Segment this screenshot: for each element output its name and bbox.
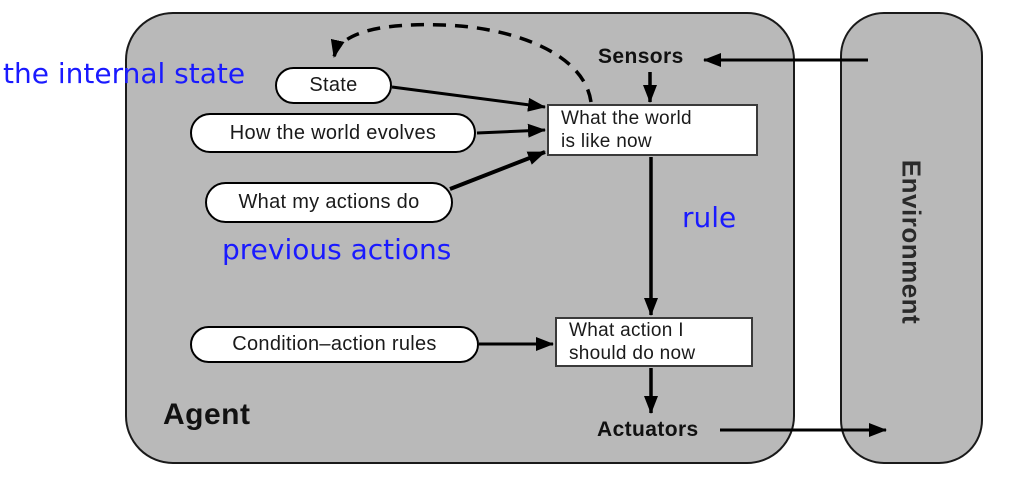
annotation-previous-actions: previous actions xyxy=(222,233,452,266)
annotation-rule: rule xyxy=(682,201,737,234)
node-how-world-evolves: How the world evolves xyxy=(190,113,476,153)
node-what-my-actions-do-label: What my actions do xyxy=(238,191,420,213)
node-what-world-is-like-now: What the world is like now xyxy=(547,104,758,156)
node-state-label: State xyxy=(309,74,358,96)
node-what-action-should-do-now: What action I should do now xyxy=(555,317,753,367)
actuators-label: Actuators xyxy=(597,418,699,441)
sensors-label: Sensors xyxy=(598,45,684,68)
environment-panel-title: Environment xyxy=(896,159,927,325)
node-state: State xyxy=(275,67,392,104)
agent-panel-title: Agent xyxy=(163,398,251,431)
world-box-line2: is like now xyxy=(561,131,652,152)
annotation-internal-state: the internal state xyxy=(3,57,246,90)
arrow-state-to-world xyxy=(391,85,546,112)
node-how-world-evolves-label: How the world evolves xyxy=(229,121,437,144)
agent-panel xyxy=(125,12,795,464)
world-box-line1: What the world xyxy=(561,108,692,129)
action-box-line1: What action I xyxy=(569,320,684,341)
arrow-evolves-to-world xyxy=(476,123,546,138)
arrow-world-feedback-to-state-dashed xyxy=(330,22,593,103)
node-condition-action-rules: Condition–action rules xyxy=(190,326,479,363)
node-condition-action-rules-label: Condition–action rules xyxy=(232,333,437,355)
arrow-actions-to-world xyxy=(449,150,546,191)
action-box-line2: should do now xyxy=(569,343,696,364)
node-what-my-actions-do: What my actions do xyxy=(205,182,453,223)
environment-panel xyxy=(840,12,983,464)
